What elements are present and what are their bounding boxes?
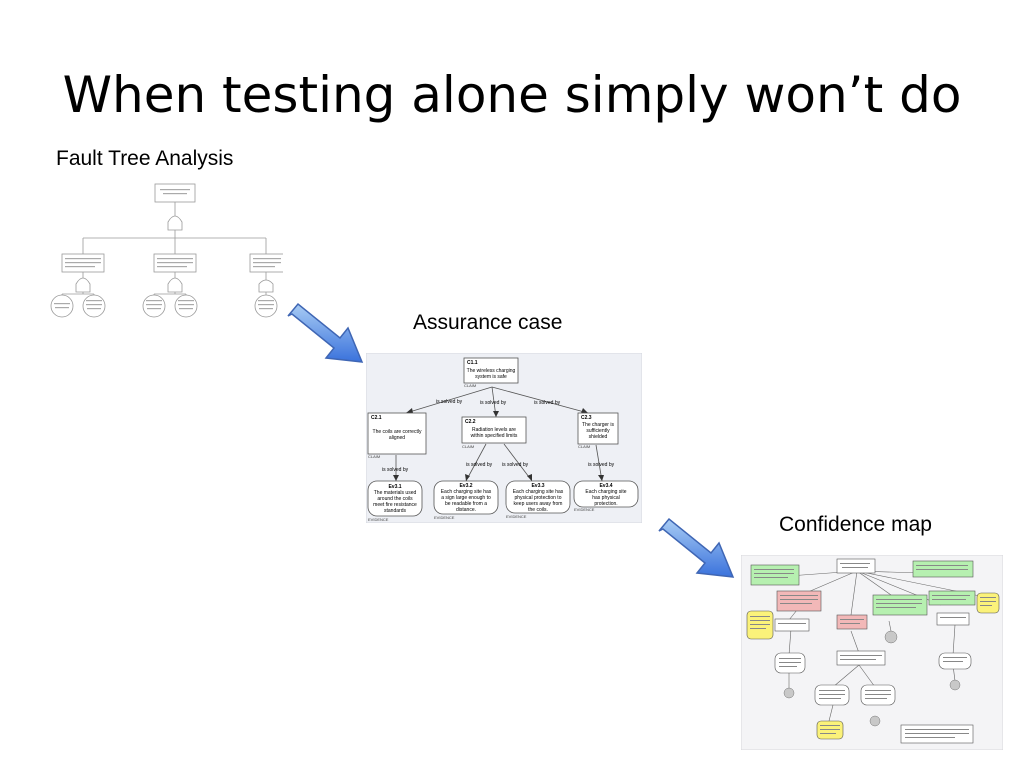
evidence-text: be readable from a bbox=[445, 501, 487, 507]
claim-c1-1 bbox=[463, 357, 519, 384]
confidence-claim bbox=[936, 612, 970, 626]
edge-label: is solved by bbox=[382, 467, 409, 473]
claim-c2-2 bbox=[461, 416, 527, 444]
or-gate-icon bbox=[167, 277, 183, 293]
evidence-text: Each charging site bbox=[585, 489, 626, 495]
confidence-claim bbox=[836, 558, 876, 574]
claim-text: shielded bbox=[589, 434, 608, 440]
edge-label: is solved by bbox=[588, 462, 615, 468]
assumption-box bbox=[976, 592, 1000, 614]
basic-event-circle bbox=[142, 294, 166, 318]
basic-event-circle bbox=[82, 294, 106, 318]
claim-c2-3 bbox=[577, 412, 619, 445]
evidence-text: meet fire resistance bbox=[373, 502, 417, 508]
residual-circle bbox=[884, 630, 898, 644]
edge-label: is solved by bbox=[436, 399, 463, 405]
edge-label: is solved by bbox=[480, 400, 507, 406]
or-gate-icon bbox=[75, 277, 91, 293]
and-gate-icon bbox=[258, 279, 274, 293]
doubt-box bbox=[836, 614, 868, 630]
evidence-text: around the coils bbox=[377, 496, 413, 502]
evidence-id: Ev3.1 bbox=[388, 484, 401, 490]
claim-text: The coils are correctly bbox=[373, 429, 422, 435]
confidence-claim bbox=[774, 618, 810, 632]
evidence-text: a sign large enough to bbox=[441, 495, 491, 501]
residual-circle bbox=[949, 679, 961, 691]
basic-event-circle bbox=[254, 294, 278, 318]
defeater-box bbox=[928, 590, 976, 606]
assurance-case-label: Assurance case bbox=[413, 311, 563, 334]
edge-label: is solved by bbox=[534, 400, 561, 406]
confidence-map-diagram bbox=[741, 555, 1003, 750]
fault-tree-diagram bbox=[50, 183, 283, 318]
claim-id: C2.3 bbox=[581, 415, 592, 421]
defeater-box bbox=[872, 594, 928, 616]
evidence-text: physical protection to bbox=[515, 495, 562, 501]
evidence-text: Each charging site has bbox=[441, 489, 492, 495]
claim-text: sufficiently bbox=[586, 428, 610, 434]
claim-c2-1 bbox=[367, 412, 427, 455]
evidence-text: protection. bbox=[594, 501, 617, 507]
evidence-id: Ev3.4 bbox=[599, 483, 612, 489]
claim-id: C2.2 bbox=[465, 419, 476, 425]
flow-arrow-icon bbox=[658, 517, 735, 578]
defeater-box bbox=[750, 564, 800, 586]
evidence-text: distance. bbox=[456, 507, 476, 513]
evidence-id: Ev3.2 bbox=[459, 483, 472, 489]
claim-id: C1.1 bbox=[467, 360, 478, 366]
node-type: CLAIM bbox=[462, 444, 474, 449]
node-type: EVIDENCE bbox=[434, 515, 455, 520]
evidence-text: keep users away from bbox=[514, 501, 563, 507]
evidence-text: the coils. bbox=[528, 507, 548, 513]
basic-event-circle bbox=[50, 294, 74, 318]
evidence-ev3-2 bbox=[433, 480, 499, 515]
or-gate-icon bbox=[167, 215, 183, 231]
confidence-map-label: Confidence map bbox=[779, 513, 932, 536]
slide-title: When testing alone simply won’t do bbox=[62, 66, 962, 124]
evidence-ev3-4 bbox=[573, 480, 639, 508]
evidence-id: Ev3.3 bbox=[531, 483, 544, 489]
node-type: EVIDENCE bbox=[506, 514, 527, 519]
claim-text: The wireless charging bbox=[467, 368, 516, 374]
flow-arrow-icon bbox=[287, 302, 364, 363]
node-type: CLAIM bbox=[578, 444, 590, 449]
evidence-text: The materials used bbox=[374, 490, 417, 496]
node-type: CLAIM bbox=[368, 454, 380, 459]
evidence-text: standards bbox=[384, 508, 406, 514]
residual-circle bbox=[869, 715, 881, 727]
claim-text: within specified limits bbox=[471, 433, 518, 439]
evidence-text: Each charging site has bbox=[513, 489, 564, 495]
basic-event-circle bbox=[174, 294, 198, 318]
node-type: CLAIM bbox=[464, 383, 476, 388]
evidence-text: has physical bbox=[592, 495, 620, 501]
fault-tree-label: Fault Tree Analysis bbox=[56, 147, 234, 170]
doubt-box bbox=[776, 590, 822, 612]
edge-label: is solved by bbox=[466, 462, 493, 468]
evidence-ev3-1 bbox=[367, 480, 423, 517]
node-type: EVIDENCE bbox=[368, 517, 389, 522]
claim-text: system is safe bbox=[475, 374, 507, 380]
confidence-claim bbox=[836, 650, 886, 666]
claim-text: aligned bbox=[389, 435, 405, 441]
evidence-ev3-3 bbox=[505, 480, 571, 514]
claim-text: The charger is bbox=[582, 422, 614, 428]
claim-id: C2.1 bbox=[371, 415, 382, 421]
claim-text: Radiation levels are bbox=[472, 427, 516, 433]
assurance-case-diagram: C1.1 The wireless charging system is saf… bbox=[366, 353, 642, 523]
edge-label: is solved by bbox=[502, 462, 529, 468]
residual-circle bbox=[783, 687, 795, 699]
node-type: EVIDENCE bbox=[574, 507, 595, 512]
